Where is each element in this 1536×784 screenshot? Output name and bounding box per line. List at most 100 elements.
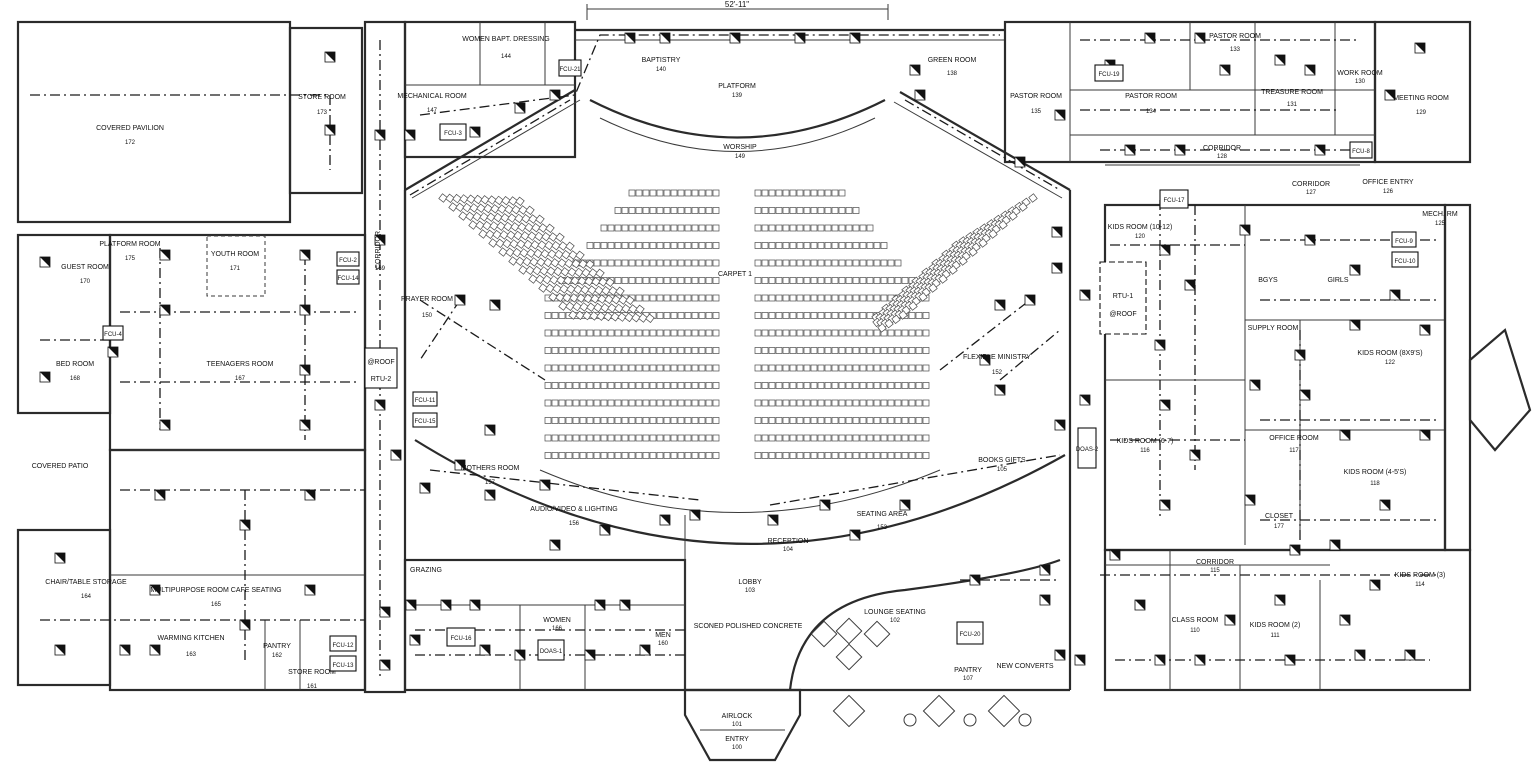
- equip-rtu-2[interactable]: @ROOF RTU-2: [364, 347, 398, 389]
- room-grazing[interactable]: GRAZING: [410, 567, 442, 574]
- equip-fcu-10[interactable]: FCU-10: [1391, 251, 1419, 268]
- diffuser: [1219, 64, 1231, 76]
- room-carpet[interactable]: CARPET 1: [718, 271, 752, 278]
- equip-fcu-13[interactable]: FCU-13: [329, 655, 357, 672]
- seat: [691, 434, 699, 442]
- seat: [684, 294, 692, 302]
- equip-fcu-21[interactable]: FCU-21: [558, 59, 582, 77]
- seat: [677, 417, 685, 424]
- room-kids-2[interactable]: KIDS ROOM (2)111: [1250, 622, 1301, 639]
- equip-fcu-20[interactable]: FCU-20: [956, 621, 984, 645]
- room-kids-6-7[interactable]: KIDS ROOM (6-7)116: [1117, 438, 1174, 454]
- room-girls[interactable]: GIRLS: [1327, 277, 1348, 284]
- equip-fcu-2[interactable]: FCU-2: [336, 251, 360, 267]
- seat: [901, 434, 909, 442]
- equip-fcu-3[interactable]: FCU-3: [439, 123, 467, 141]
- room-kids-8x9[interactable]: KIDS ROOM (8X9'S)122: [1357, 350, 1422, 366]
- equip-fcu-4[interactable]: FCU-4: [102, 325, 124, 341]
- seat: [901, 452, 909, 459]
- room-concrete[interactable]: SCONED POLISHED CONCRETE: [694, 623, 803, 630]
- room-supply[interactable]: SUPPLY ROOM: [1248, 325, 1299, 332]
- room-kids-3[interactable]: KIDS ROOM (3)114: [1395, 572, 1446, 588]
- seat: [565, 382, 573, 389]
- seat: [478, 229, 488, 239]
- seat: [503, 221, 513, 232]
- seat: [498, 247, 508, 257]
- equip-fcu-9[interactable]: FCU-9: [1391, 231, 1417, 248]
- equip-fcu-14[interactable]: FCU-14: [336, 269, 360, 285]
- equip-doas-1[interactable]: DOAS-1: [537, 639, 565, 661]
- equip-rtu-1[interactable]: RTU-1 @ROOF: [1099, 261, 1147, 335]
- equip-fcu-19[interactable]: FCU-19: [1094, 64, 1124, 82]
- room-bgys[interactable]: BGYS: [1258, 277, 1278, 284]
- equip-fcu-16[interactable]: FCU-16: [446, 627, 476, 647]
- room-kids-4-5[interactable]: KIDS ROOM (4-5'S)118: [1344, 469, 1407, 487]
- equip-fcu-8[interactable]: FCU-8: [1349, 141, 1373, 159]
- equip-fcu-15[interactable]: FCU-15: [412, 412, 438, 428]
- seat: [628, 259, 636, 267]
- diffuser-fill: [1290, 545, 1300, 555]
- equip-doas-2[interactable]: DOAS-2: [1076, 427, 1099, 469]
- equip-fcu-11[interactable]: FCU-11: [412, 391, 438, 407]
- seat: [558, 434, 566, 442]
- svg-text:135: 135: [1031, 109, 1042, 115]
- diffuser-fill: [1295, 350, 1305, 360]
- room-new-converts[interactable]: NEW CONVERTS: [996, 663, 1053, 670]
- seat: [817, 329, 825, 337]
- equip-fcu-17[interactable]: FCU-17: [1159, 189, 1189, 209]
- seat: [1008, 211, 1018, 221]
- seat: [663, 347, 671, 354]
- equip-fcu-12[interactable]: FCU-12: [329, 635, 357, 652]
- room-kids-10-12[interactable]: KIDS ROOM (10-12)120: [1108, 224, 1173, 240]
- room-covered-patio[interactable]: COVERED PATIO: [32, 463, 89, 470]
- seat: [557, 258, 567, 268]
